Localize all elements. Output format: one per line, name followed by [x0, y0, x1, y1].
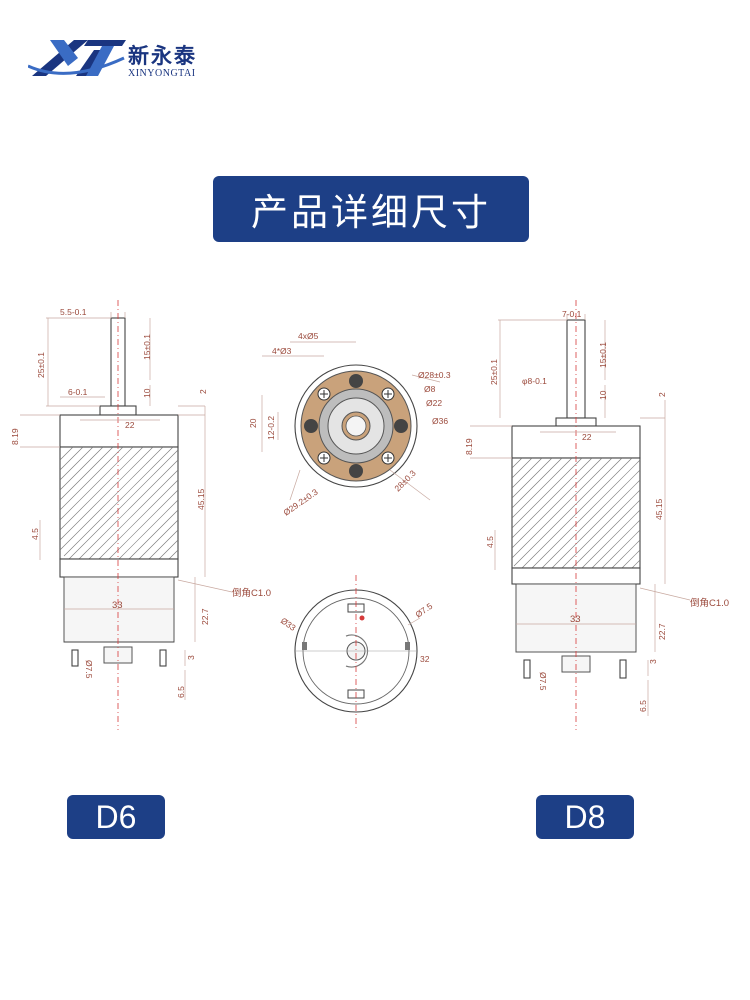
model-tag-d6: D6: [67, 795, 165, 839]
dim-terminal-height: 3: [648, 659, 658, 664]
dim-motor-length: 22.7: [657, 623, 667, 640]
dim-bushing-diameter: Ø7.5: [538, 672, 548, 691]
dim-motor-length: 22.7: [200, 608, 210, 625]
dim-inner-width: 12-0.2: [266, 416, 276, 440]
dim-bushing-length: 6.5: [176, 686, 186, 698]
dim-step: 4.5: [30, 528, 40, 540]
dim-boss-diameter: Ø22: [426, 398, 442, 408]
terminal-right: [159, 649, 167, 667]
knurl-hatching: [511, 457, 641, 569]
front-view-flange: [261, 341, 441, 501]
motor-side-view-d8: [470, 300, 691, 730]
polarity-mark-icon: [359, 615, 365, 621]
screw-icons: [317, 387, 395, 465]
rear-view-motor: [294, 575, 421, 728]
dim-shaft-diameter: φ8-0.1: [522, 376, 547, 386]
dim-bushing-diameter: Ø7.5: [84, 660, 94, 679]
dim-flat-position: 10: [598, 390, 608, 400]
dim-bushing-length: 6.5: [638, 700, 648, 712]
dim-motor-outer: Ø33: [279, 615, 298, 633]
dim-boss-diameter: 22: [582, 432, 592, 442]
brand-name-en: XINYONGTAI: [128, 68, 196, 79]
terminal-right: [619, 659, 627, 679]
dim-motor-diameter: 33: [112, 600, 123, 611]
dim-pcd: Ø28±0.3: [418, 370, 451, 380]
dim-motor-diameter: 33: [570, 614, 581, 625]
dim-screw-size: 4*Ø3: [272, 346, 292, 356]
model-tag-d8: D8: [536, 795, 634, 839]
motor-can: [63, 576, 175, 643]
dim-head-height: 8.19: [464, 438, 474, 455]
dim-bore: Ø8: [424, 384, 436, 394]
terminal-left: [71, 649, 79, 667]
dim-hole-count: 4xØ5: [298, 331, 319, 341]
dim-head-height: 8.19: [10, 428, 20, 445]
dim-pcd-secondary: Ø29.2±0.3: [281, 487, 319, 518]
dim-flange-height: 20: [248, 418, 258, 428]
dim-shaft-length: 25±0.1: [489, 359, 499, 385]
dim-flat-length: 15±0.1: [142, 334, 152, 360]
dim-bushing-rear: Ø7.5: [413, 601, 434, 620]
dim-outer-diameter: Ø36: [432, 416, 448, 426]
dim-step: 4.5: [485, 536, 495, 548]
dim-flat-width: 6-0.1: [68, 387, 88, 397]
knurl-hatching: [59, 446, 179, 560]
terminal-left: [523, 659, 531, 679]
logo-xyt-icon: [28, 40, 126, 76]
dim-shaft-length: 25±0.1: [36, 352, 46, 378]
page-title-banner: 产品详细尺寸: [213, 176, 529, 242]
brand-name-cn: 新永泰: [128, 44, 197, 68]
dim-terminal-height: 3: [186, 655, 196, 660]
dim-shaft-width: 7-0.1: [562, 309, 582, 319]
dim-body-length: 45.15: [196, 488, 206, 510]
dim-chamfer: 倒角C1.0: [690, 597, 729, 609]
dim-shaft-width: 5.5-0.1: [60, 307, 87, 317]
dim-boss-diameter: 22: [125, 420, 135, 430]
dim-flat-length: 15±0.1: [598, 342, 608, 368]
motor-side-view-d6: [20, 300, 233, 730]
dim-chamfer: 倒角C1.0: [232, 587, 271, 599]
dim-flat-position: 10: [142, 388, 152, 398]
dim-boss-height: 2: [198, 389, 208, 394]
dim-body-length: 45.15: [654, 498, 664, 520]
brand-logo-mark: [28, 40, 126, 76]
mounting-hole-icons: [304, 374, 408, 478]
dim-side: 32: [420, 654, 430, 664]
dim-boss-height: 2: [657, 392, 667, 397]
